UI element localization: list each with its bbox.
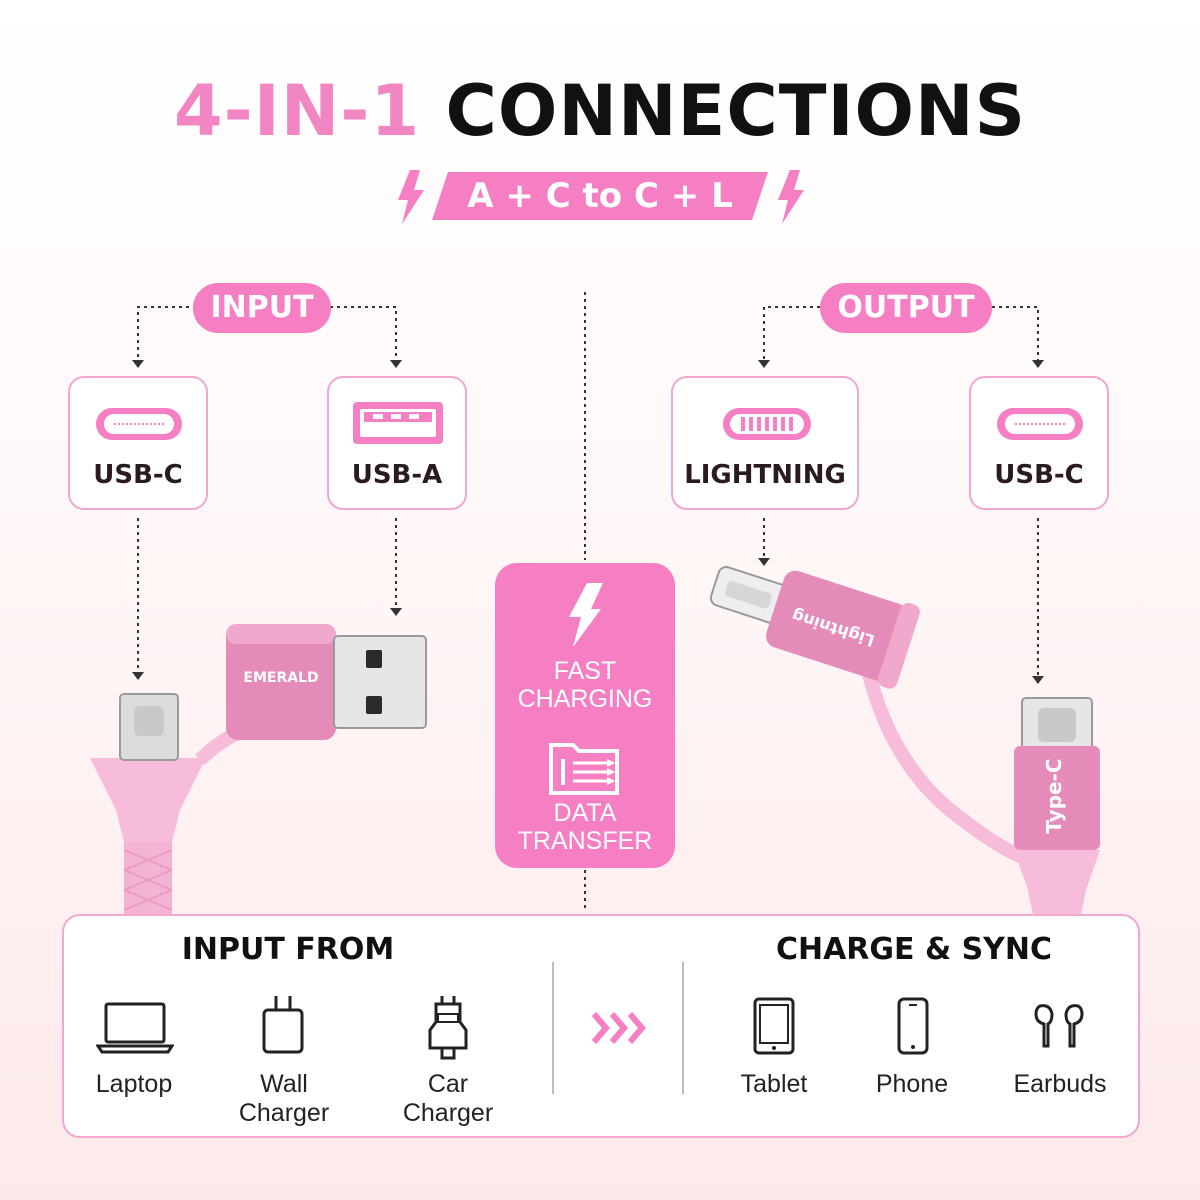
- page-title: 4-IN-1 CONNECTIONS: [0, 70, 1200, 152]
- output-lightning-card: LIGHTNING: [671, 376, 859, 510]
- subtitle-banner-graphic: [398, 170, 804, 224]
- laptop-label: Laptop: [95, 1070, 173, 1098]
- bolt-icon: [569, 583, 603, 647]
- usb-c-port-icon: [997, 408, 1083, 440]
- connector-lines: [132, 292, 1044, 912]
- earbuds-label: Earbuds: [1013, 1070, 1107, 1098]
- usb-a-port-icon: [353, 402, 443, 444]
- car-charger-label-2: Charger: [402, 1099, 494, 1127]
- title-main: CONNECTIONS: [445, 70, 1027, 152]
- wall-charger-icon: [262, 996, 304, 1054]
- laptop-icon: [96, 1002, 174, 1054]
- cable-brand-text: EMERALD: [243, 670, 318, 686]
- wall-charger-label-2: Charger: [238, 1099, 330, 1127]
- forward-chevrons-icon: [591, 1012, 646, 1044]
- output-pill: OUTPUT: [820, 283, 992, 333]
- charge-sync-title: CHARGE & SYNC: [775, 932, 1053, 967]
- transfer-label: TRANSFER: [517, 827, 653, 855]
- divider-right: [682, 962, 684, 1094]
- input-from-title: INPUT FROM: [181, 932, 395, 967]
- lightning-port-icon: [723, 408, 811, 440]
- title-highlight: 4-IN-1: [173, 70, 421, 152]
- input-usb-a-card: USB-A: [327, 376, 467, 510]
- typec-tip-text: Type-C: [1042, 758, 1066, 833]
- phone-icon: [897, 997, 929, 1055]
- tablet-label: Tablet: [740, 1070, 808, 1098]
- earbuds-icon: [1034, 1004, 1084, 1048]
- bolt-right-icon: [778, 170, 804, 224]
- fast-label: FAST: [553, 657, 617, 685]
- input-cable-illustration: EMERALD: [90, 624, 427, 920]
- divider-left: [552, 962, 554, 1094]
- subtitle: A + C to C + L: [467, 176, 733, 216]
- input-usb-c-card: USB-C: [68, 376, 208, 510]
- phone-label: Phone: [875, 1070, 949, 1098]
- wall-charger-label-1: Wall: [260, 1070, 308, 1098]
- bolt-left-icon: [398, 170, 424, 224]
- input-pill: INPUT: [193, 283, 331, 333]
- output-usb-c-label: USB-C: [994, 460, 1084, 490]
- output-usb-c-card: USB-C: [969, 376, 1109, 510]
- output-lightning-label: LIGHTNING: [684, 460, 846, 490]
- data-label: DATA: [553, 799, 617, 827]
- compatibility-card: INPUT FROM CHARGE & SYNC Laptop Wall Cha…: [62, 914, 1140, 1138]
- car-charger-icon: [428, 996, 468, 1060]
- usb-c-port-icon: [96, 408, 182, 440]
- data-folder-icon: [549, 743, 619, 795]
- input-usb-c-label: USB-C: [93, 460, 183, 490]
- tablet-icon: [753, 997, 795, 1055]
- charging-label: CHARGING: [517, 685, 653, 713]
- car-charger-label-1: Car: [427, 1070, 469, 1098]
- features-panel: FAST CHARGING DATA TRANSFER: [495, 563, 675, 868]
- output-cable-illustration: Lightning Type-C: [709, 566, 1100, 920]
- input-usb-a-label: USB-A: [351, 460, 443, 490]
